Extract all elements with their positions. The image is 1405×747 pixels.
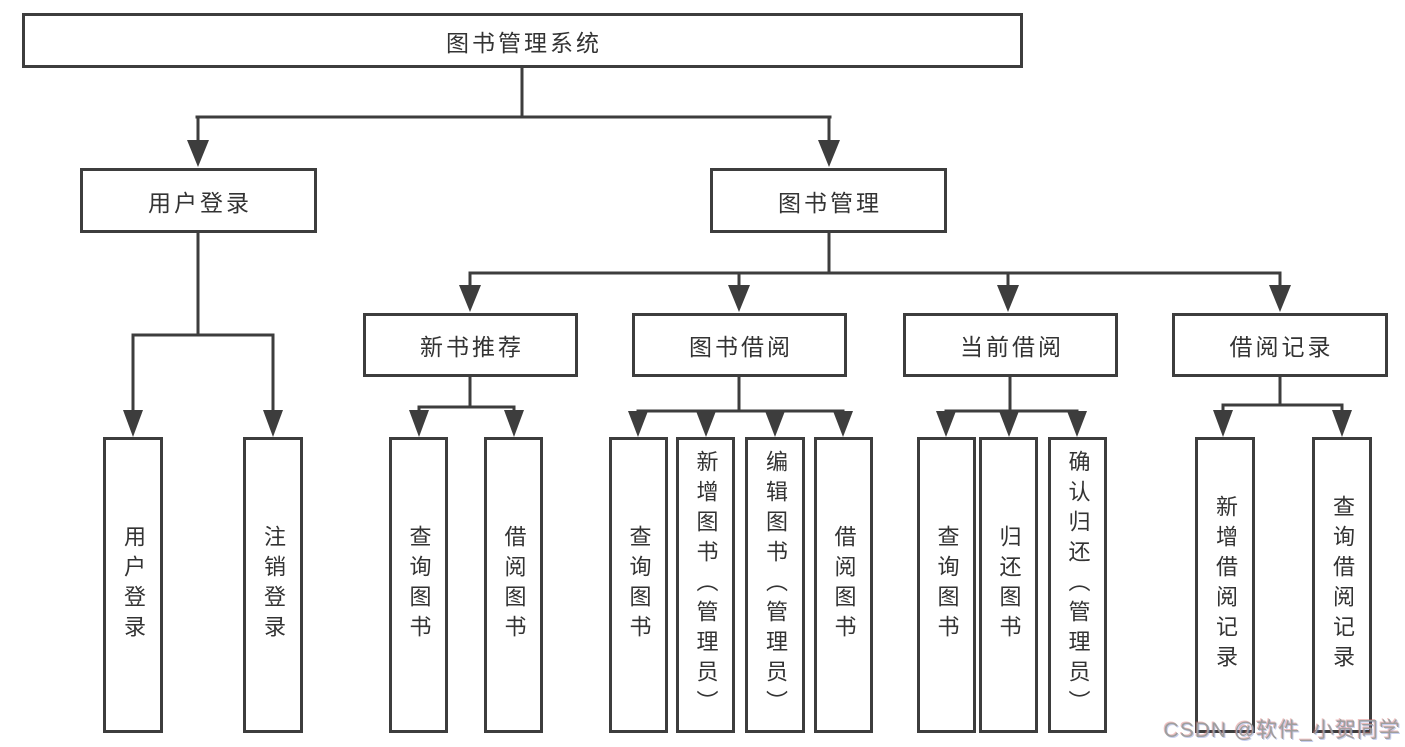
edge-borrow-records-children [1213, 375, 1352, 437]
arrowhead [997, 285, 1019, 312]
leaf-edit-book-admin: 编辑图书（管理员） [745, 437, 805, 733]
watermark: CSDN @软件_小贺同学 [1163, 719, 1401, 742]
node-new-book-recommend: 新书推荐 [363, 313, 578, 377]
leaf-borrow-books-newbook: 借阅图书 [484, 437, 543, 733]
arrowhead [999, 411, 1019, 437]
node-current-borrow: 当前借阅 [903, 313, 1118, 377]
leaf-query-books-current: 查询图书 [917, 437, 976, 733]
node-user-login: 用户登录 [80, 168, 317, 233]
arrowhead [818, 140, 840, 167]
arrowhead [628, 411, 648, 437]
node-root: 图书管理系统 [22, 13, 1023, 68]
leaf-return-book: 归还图书 [979, 437, 1038, 733]
arrowhead [187, 140, 209, 167]
leaf-add-borrow-record: 新增借阅记录 [1195, 437, 1255, 733]
arrowhead [1213, 410, 1233, 437]
leaf-add-book-admin: 新增图书（管理员） [676, 437, 735, 733]
arrowhead [1067, 411, 1087, 437]
node-book-management: 图书管理 [710, 168, 947, 233]
arrowhead [728, 285, 750, 312]
leaf-logout: 注销登录 [243, 437, 303, 733]
arrowhead [409, 410, 429, 437]
edge-book-management-to-level2 [459, 231, 1291, 312]
leaf-query-books-newbook: 查询图书 [389, 437, 448, 733]
arrowhead [459, 285, 481, 312]
arrowhead [504, 410, 524, 437]
arrowhead [833, 411, 853, 437]
edge-book-borrow-children [628, 375, 853, 437]
node-book-borrow: 图书借阅 [632, 313, 847, 377]
arrowhead [263, 410, 283, 437]
leaf-confirm-return-admin: 确认归还（管理员） [1048, 437, 1107, 733]
node-borrow-records: 借阅记录 [1172, 313, 1388, 377]
edge-current-borrow-children [936, 375, 1087, 437]
arrowhead [765, 411, 785, 437]
arrowhead [123, 410, 143, 437]
leaf-user-login: 用户登录 [103, 437, 163, 733]
arrowhead [936, 411, 956, 437]
edge-new-book-children [409, 375, 524, 437]
leaf-query-books-borrow: 查询图书 [609, 437, 668, 733]
arrowhead [1332, 410, 1352, 437]
leaf-borrow-books-borrow: 借阅图书 [814, 437, 873, 733]
edge-root-to-level1 [187, 66, 840, 167]
leaf-query-borrow-record: 查询借阅记录 [1312, 437, 1372, 733]
arrowhead [696, 411, 716, 437]
arrowhead [1269, 285, 1291, 312]
edge-user-login-children [123, 231, 283, 437]
